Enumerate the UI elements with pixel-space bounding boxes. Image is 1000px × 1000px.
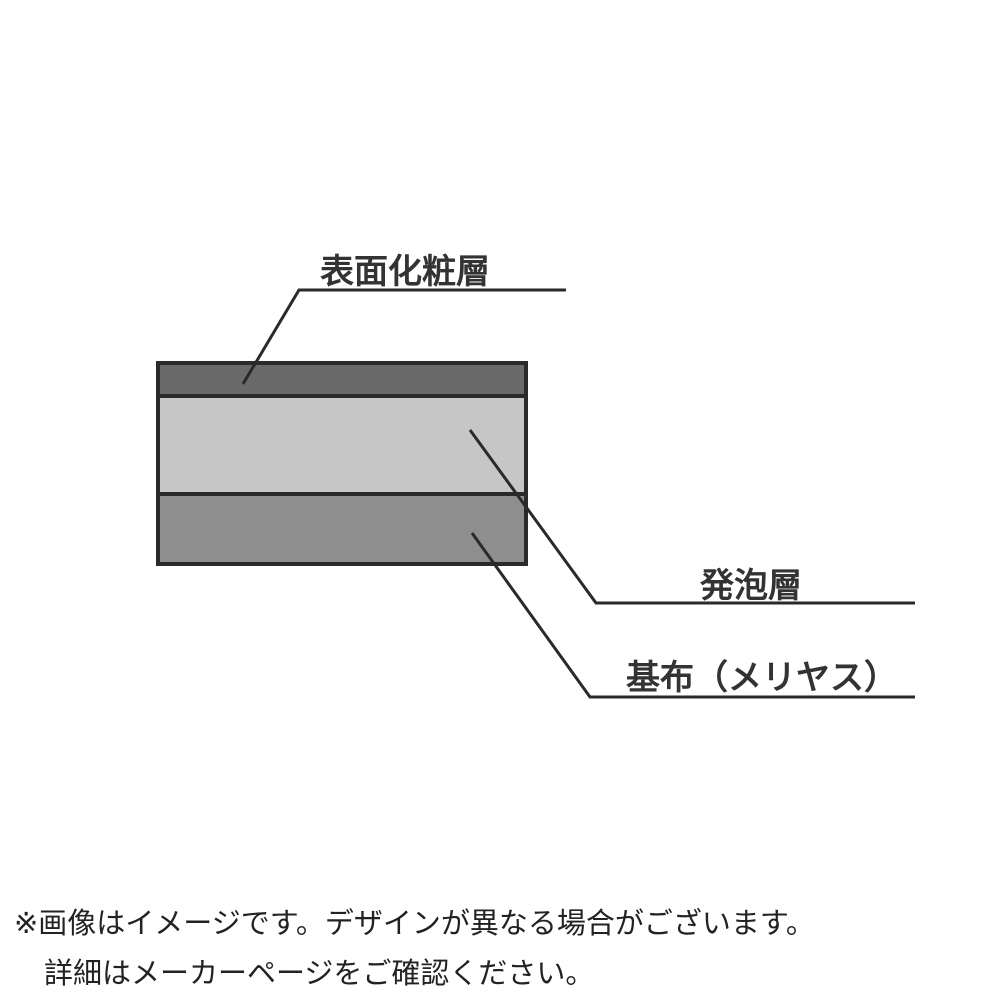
leader-surface — [241, 288, 566, 385]
surface-layer — [158, 363, 526, 395]
base-layer — [158, 496, 526, 564]
foam-layer — [158, 398, 526, 493]
leader-base — [470, 532, 915, 699]
leader-foam — [468, 429, 915, 605]
label-foam-layer: 発泡層 — [700, 566, 802, 606]
disclaimer-line-2: 詳細はメーカーページをご確認ください。 — [44, 956, 595, 990]
label-surface-layer: 表面化粧層 — [320, 252, 490, 292]
label-base-layer: 基布（メリヤス） — [626, 658, 898, 698]
diagram-outline — [156, 361, 528, 566]
disclaimer-line-1: ※画像はイメージです。デザインが異なる場合がございます。 — [14, 906, 815, 940]
